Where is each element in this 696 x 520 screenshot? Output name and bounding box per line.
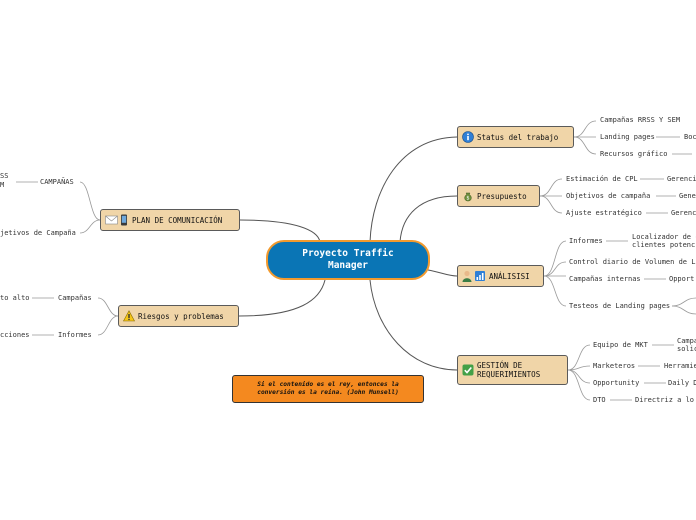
gestion-child-opportunity[interactable]: Opportunity bbox=[593, 379, 640, 387]
analisis-grandchild-clientes[interactable]: clientes potenc bbox=[632, 241, 696, 249]
gestion-grandchild-solic[interactable]: solic bbox=[677, 345, 696, 353]
connector-riesgos bbox=[238, 279, 326, 317]
branch-label: Presupuesto bbox=[477, 191, 527, 201]
analisis-child-informes[interactable]: Informes bbox=[569, 237, 603, 245]
branch-plan-comunicacion[interactable]: PLAN DE COMUNICACIÓN bbox=[100, 209, 240, 231]
status-child-landing[interactable]: Landing pages bbox=[600, 133, 655, 141]
branch-label-line2: REQUERIMIENTOS bbox=[477, 370, 541, 379]
riesgos-grandchild-alto[interactable]: to alto bbox=[0, 294, 30, 302]
analyst-chart-icon bbox=[462, 270, 485, 282]
branch-status-del-trabajo[interactable]: Status del trabajo bbox=[457, 126, 574, 148]
quote-note[interactable]: Si el contenido es el rey, entonces la c… bbox=[232, 375, 424, 403]
branch-analisis[interactable]: ANÁLISISI bbox=[457, 265, 544, 287]
gestion-grandchild-directriz[interactable]: Directriz a lo bbox=[635, 396, 695, 404]
branch-label: PLAN DE COMUNICACIÓN bbox=[132, 215, 223, 225]
quote-line1: Si el contenido es el rey, entonces la bbox=[257, 381, 399, 388]
comunicacion-child-campanas[interactable]: CAMPAÑAS bbox=[40, 178, 74, 186]
comunicacion-grandchild-ss[interactable]: SS bbox=[0, 172, 9, 180]
analisis-grandchild-localizador[interactable]: Localizador de c bbox=[632, 233, 696, 241]
riesgos-grandchild-acciones[interactable]: cciones bbox=[0, 331, 30, 339]
presupuesto-child-ajuste[interactable]: Ajuste estratégico bbox=[566, 209, 642, 217]
connector-analisis bbox=[427, 269, 458, 277]
branch-riesgos-problemas[interactable]: Riesgos y problemas bbox=[118, 305, 239, 327]
svg-text:$: $ bbox=[466, 196, 469, 202]
connector-status bbox=[369, 136, 458, 243]
warning-icon bbox=[123, 310, 135, 322]
check-icon bbox=[462, 364, 474, 376]
info-icon bbox=[462, 131, 474, 143]
presupuesto-child-objetivos[interactable]: Objetivos de campaña bbox=[566, 192, 651, 200]
connector-gestion bbox=[369, 279, 458, 371]
branch-gestion-requerimientos[interactable]: GESTIÓN DE REQUERIMIENTOS bbox=[457, 355, 568, 385]
branch-label: ANÁLISISI bbox=[489, 271, 530, 281]
status-child-campanas[interactable]: Campañas RRSS Y SEM bbox=[600, 116, 681, 124]
central-title-line1: Proyecto Traffic bbox=[302, 248, 394, 259]
gestion-child-dto[interactable]: DTO bbox=[593, 396, 606, 404]
presupuesto-grandchild-gerenc[interactable]: Gerenc bbox=[671, 209, 696, 217]
branch-label: Riesgos y problemas bbox=[138, 311, 224, 321]
branch-presupuesto[interactable]: $ Presupuesto bbox=[457, 185, 540, 207]
presupuesto-child-estimacion[interactable]: Estimación de CPL bbox=[566, 175, 638, 183]
branch-label: Status del trabajo bbox=[477, 132, 559, 142]
connector-presupuesto bbox=[399, 195, 458, 243]
gestion-child-marketeros[interactable]: Marketeros bbox=[593, 362, 636, 370]
status-grandchild-boc[interactable]: Boc bbox=[684, 133, 696, 141]
gestion-grandchild-campa[interactable]: Campa bbox=[677, 337, 696, 345]
central-title-line2: Manager bbox=[327, 260, 369, 271]
mail-phone-icon bbox=[105, 214, 127, 226]
presupuesto-grandchild-gerenci[interactable]: Gerenci bbox=[667, 175, 696, 183]
analisis-child-testeos[interactable]: Testeos de Landing pages bbox=[569, 302, 671, 310]
quote-line2: conversión es la reina. (John Munsell) bbox=[257, 389, 399, 396]
branch-label-line1: GESTIÓN DE bbox=[477, 361, 523, 370]
gestion-grandchild-daily[interactable]: Daily D bbox=[668, 379, 696, 387]
comunicacion-child-objetivos[interactable]: jetivos de Campaña bbox=[0, 229, 76, 237]
central-topic[interactable]: Proyecto Traffic Manager bbox=[266, 240, 430, 280]
analisis-child-campanas-internas[interactable]: Campañas internas bbox=[569, 275, 641, 283]
presupuesto-grandchild-gene[interactable]: Gene bbox=[679, 192, 696, 200]
money-bag-icon: $ bbox=[464, 192, 472, 202]
riesgos-child-campanas[interactable]: Campañas bbox=[58, 294, 92, 302]
analisis-grandchild-opport[interactable]: Opport bbox=[669, 275, 695, 283]
comunicacion-grandchild-m[interactable]: M bbox=[0, 181, 5, 189]
status-child-recursos[interactable]: Recursos gráfico bbox=[600, 150, 668, 158]
gestion-child-equipo[interactable]: Equipo de MKT bbox=[593, 341, 648, 349]
riesgos-child-informes[interactable]: Informes bbox=[58, 331, 92, 339]
analisis-child-control[interactable]: Control diario de Volumen de LE bbox=[569, 258, 696, 266]
connector-comunicacion bbox=[239, 219, 321, 243]
gestion-grandchild-herramie[interactable]: Herramie bbox=[664, 362, 696, 370]
